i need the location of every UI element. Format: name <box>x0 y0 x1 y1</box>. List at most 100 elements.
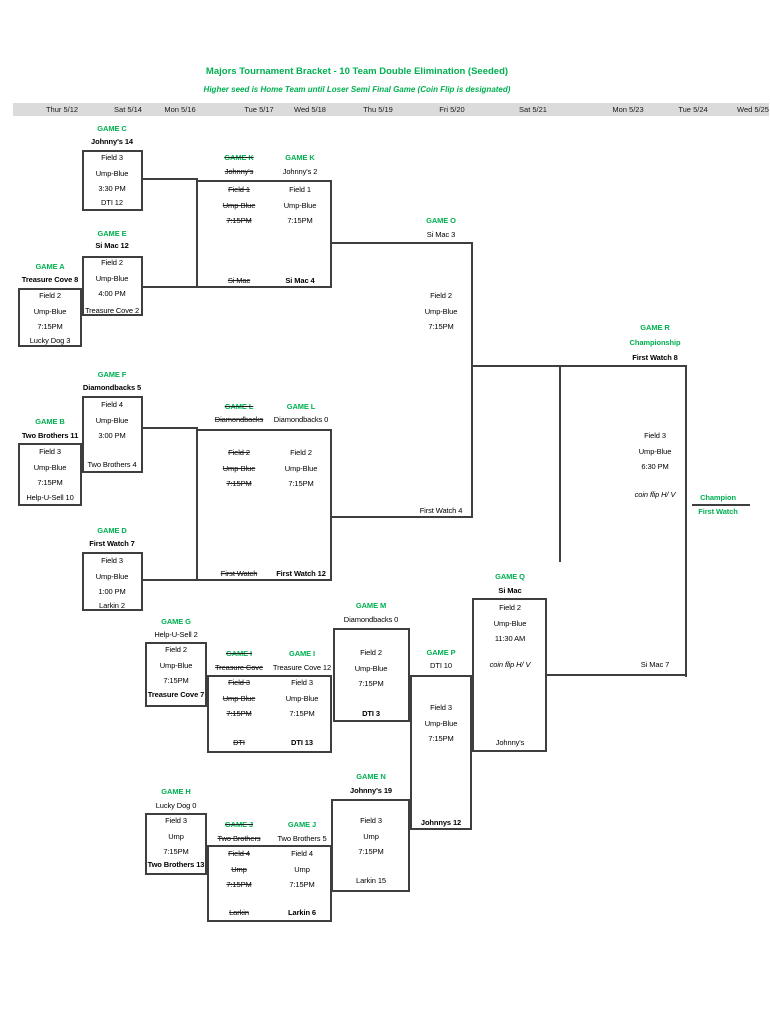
game-n-detail-0: Field 3 <box>360 816 382 825</box>
game-m-detail-0: Field 2 <box>360 648 382 657</box>
game-i-top-team: Treasure Cove 12 <box>272 663 332 672</box>
game-p-bottom-team: Johnnys 12 <box>420 818 462 827</box>
game-k-struck-detail-2: 7:15PM <box>226 216 252 225</box>
game-l-detail-2: 7:15PM <box>288 479 314 488</box>
game-i-box <box>207 675 332 753</box>
game-n-label: GAME N <box>356 772 386 781</box>
game-g-detail-2: 7:15PM <box>163 676 189 685</box>
game-j-bottom-team: Larkin 6 <box>288 908 316 917</box>
game-c-bottom-team: DTI 12 <box>101 198 123 207</box>
game-b-bottom-team: Help-U-Sell 10 <box>26 493 74 502</box>
game-m-box <box>333 628 410 722</box>
game-q-label: GAME Q <box>495 572 525 581</box>
date-column-4: Wed 5/18 <box>294 105 326 114</box>
game-k-struck-top-team: Johnny's <box>224 167 254 176</box>
champion-heading: Champion <box>700 493 736 502</box>
game-j-struck-label: GAME J <box>224 820 254 829</box>
game-r-detail-0: Field 3 <box>644 431 666 440</box>
page-title: Majors Tournament Bracket - 10 Team Doub… <box>205 66 509 77</box>
game-q-bottom-team: Johnny's <box>495 738 525 747</box>
game-j-struck-detail-2: 7:15PM <box>226 880 252 889</box>
game-o-top-team: Si Mac 3 <box>426 230 456 239</box>
bracket-line <box>143 286 198 288</box>
game-i-detail-0: Field 3 <box>291 678 313 687</box>
bracket-line <box>332 516 473 518</box>
game-a-top-team: Treasure Cove 8 <box>21 275 79 284</box>
game-k-label: GAME K <box>285 153 315 162</box>
game-a-bottom-team: Lucky Dog 3 <box>29 336 71 345</box>
game-e-bottom-team: Treasure Cove 2 <box>84 306 140 315</box>
game-e-label: GAME E <box>97 229 127 238</box>
game-i-label: GAME I <box>288 649 316 658</box>
game-c-box <box>82 150 143 211</box>
game-h-label: GAME H <box>161 787 191 796</box>
game-q-box <box>472 598 547 752</box>
game-b-box <box>18 443 82 506</box>
game-j-detail-1: Ump <box>294 864 310 874</box>
game-r-detail-1: Ump-Blue <box>638 446 672 456</box>
game-p-detail-2: 7:15PM <box>428 734 454 743</box>
game-g-bottom-team: Treasure Cove 7 <box>147 690 205 699</box>
game-l-struck-top-team: Diamondbacks <box>214 415 264 424</box>
game-j-detail-0: Field 4 <box>291 849 313 858</box>
game-d-detail-0: Field 3 <box>101 556 123 565</box>
game-i-struck-detail-2: 7:15PM <box>226 709 252 718</box>
game-p-top-team: DTI 10 <box>430 661 452 670</box>
game-q-detail-0: Field 2 <box>499 603 521 612</box>
bracket-line <box>471 242 473 518</box>
game-r-sublabel: Championship <box>629 338 681 347</box>
date-column-1: Sat 5/14 <box>114 105 142 114</box>
game-l-bottom-team: First Watch 12 <box>276 569 326 578</box>
game-h-bottom-team: Two Brothers 13 <box>147 860 205 869</box>
game-k-struck-detail-1: Ump-Blue <box>222 200 256 210</box>
game-a-detail-2: 7:15PM <box>37 322 63 331</box>
game-c-top-team: Johnny's 14 <box>91 137 133 146</box>
game-d-label: GAME D <box>97 526 127 535</box>
game-l-label: GAME L <box>286 402 316 411</box>
bracket-line <box>685 365 687 677</box>
game-i-struck-label: GAME I <box>225 649 253 658</box>
game-r-coin-flip-note: coin flip H/ V <box>634 490 676 499</box>
game-r-label: GAME R <box>640 323 670 332</box>
bracket-line <box>547 674 687 676</box>
game-k-struck-bottom-team: Si Mac <box>227 276 251 285</box>
game-l-struck-detail-0: Field 2 <box>228 448 250 457</box>
game-l-struck-detail-2: 7:15PM <box>226 479 252 488</box>
game-b-detail-2: 7:15PM <box>37 478 63 487</box>
game-a-detail-1: Ump-Blue <box>33 306 67 316</box>
game-e-detail-2: 4:00 PM <box>98 289 126 298</box>
date-column-0: Thur 5/12 <box>45 105 79 114</box>
game-c-detail-1: Ump-Blue <box>95 168 129 178</box>
game-h-box <box>145 813 207 875</box>
game-k-bottom-team: Si Mac 4 <box>285 276 315 285</box>
game-f-box <box>82 396 143 473</box>
game-c-label: GAME C <box>97 124 127 133</box>
game-p-label: GAME P <box>426 648 456 657</box>
game-q-detail-2: 11:30 AM <box>494 634 526 643</box>
page-subtitle: Higher seed is Home Team until Loser Sem… <box>203 85 511 94</box>
date-column-5: Thu 5/19 <box>363 105 393 114</box>
game-d-top-team: First Watch 7 <box>89 539 135 548</box>
game-c-detail-2: 3:30 PM <box>98 184 126 193</box>
champion-team: First Watch <box>698 507 738 516</box>
game-f-detail-2: 3:00 PM <box>98 431 126 440</box>
game-f-label: GAME F <box>97 370 127 379</box>
game-f-top-team: Diamondbacks 5 <box>82 383 142 392</box>
game-g-label: GAME G <box>161 617 191 626</box>
game-i-struck-top-team: Treasure Cove <box>214 663 264 672</box>
date-column-6: Fri 5/20 <box>439 105 465 114</box>
game-e-top-team: Si Mac 12 <box>95 241 129 250</box>
game-j-top-team: Two Brothers 5 <box>277 834 327 843</box>
game-e-detail-0: Field 2 <box>101 258 123 267</box>
game-n-box <box>331 799 410 892</box>
game-l-top-team: Diamondbacks 0 <box>273 415 329 424</box>
game-g-box <box>145 642 207 707</box>
game-n-detail-1: Ump <box>363 831 379 841</box>
bracket-line <box>143 178 198 180</box>
bracket-line <box>143 427 198 429</box>
game-r-bottom-team: Si Mac 7 <box>640 660 670 669</box>
date-column-10: Wed 5/25 <box>737 105 769 114</box>
game-h-top-team: Lucky Dog 0 <box>155 801 197 810</box>
